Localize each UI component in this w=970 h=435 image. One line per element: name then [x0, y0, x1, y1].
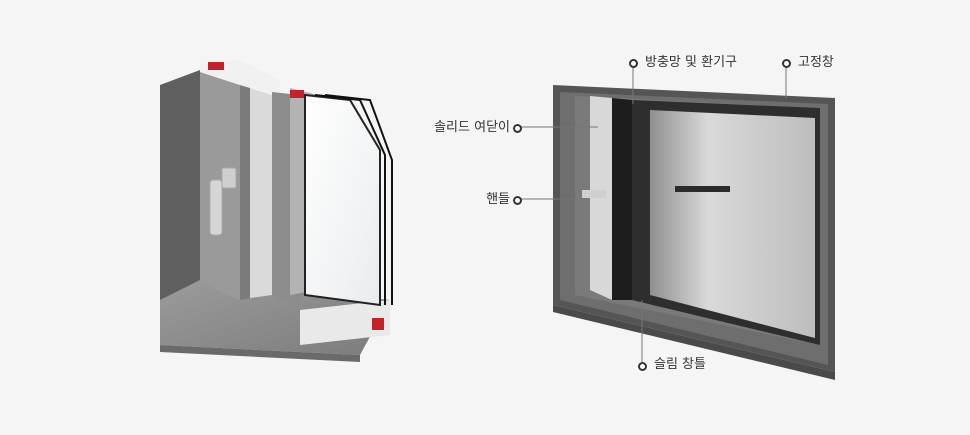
callout-dot-handle — [513, 196, 522, 205]
callout-dot-solid-sash — [513, 124, 522, 133]
callout-handle: 핸들 — [486, 192, 510, 207]
callout-solid-sash: 솔리드 여닫이 — [434, 120, 510, 135]
callout-dot-slim-frame — [638, 362, 647, 371]
callout-slim-frame: 슬림 창틀 — [654, 357, 706, 372]
callout-dot-screen-vent — [629, 59, 638, 68]
callout-fixed-window: 고정창 — [798, 55, 834, 70]
callout-dot-fixed-window — [782, 59, 791, 68]
callout-screen-vent: 방충망 및 환기구 — [645, 55, 737, 70]
